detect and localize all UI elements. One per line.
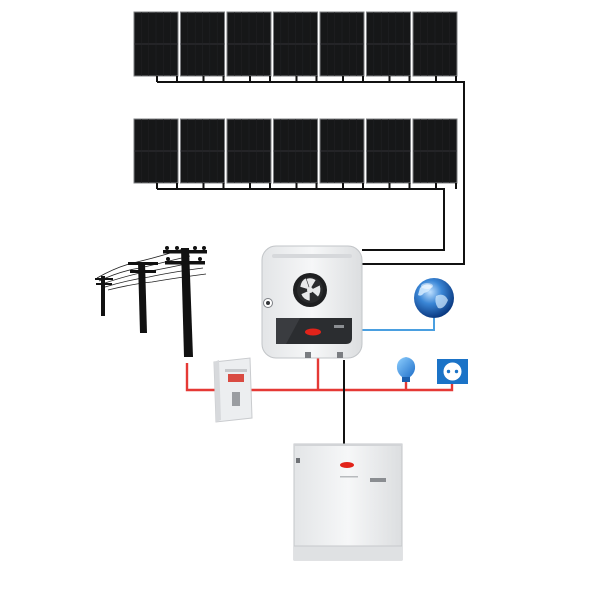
globe-icon [414,278,454,318]
solar-panel [412,118,458,184]
solar-panel [273,11,318,77]
solar-panel [412,11,458,77]
light-bulb-icon [396,357,416,382]
panel-row-1 [133,11,458,77]
smart-meter-icon [213,357,253,423]
hybrid-inverter-icon [261,245,363,359]
panel-drops-row-2 [156,183,457,189]
ac-wiring [185,358,454,392]
solar-panel [366,11,411,77]
solar-panel [226,11,272,77]
solar-panel [133,11,179,77]
solar-panel [273,118,318,184]
solar-panel [180,118,225,184]
battery-storage-icon [293,443,403,561]
utility-pole-icon [95,246,207,357]
power-socket-icon [437,359,468,384]
dc-wiring [156,76,465,265]
dc-line-string-2 [157,188,445,251]
solar-panel [133,118,179,184]
panel-drops-row-1 [156,76,457,82]
solar-panel [319,11,365,77]
ac-line-grid [185,363,454,392]
solar-panel [180,11,225,77]
solar-panel [366,118,411,184]
data-line [362,318,435,331]
panel-row-2 [133,118,458,184]
dc-line-string-1 [157,81,465,265]
solar-panel [319,118,365,184]
solar-panel [226,118,272,184]
